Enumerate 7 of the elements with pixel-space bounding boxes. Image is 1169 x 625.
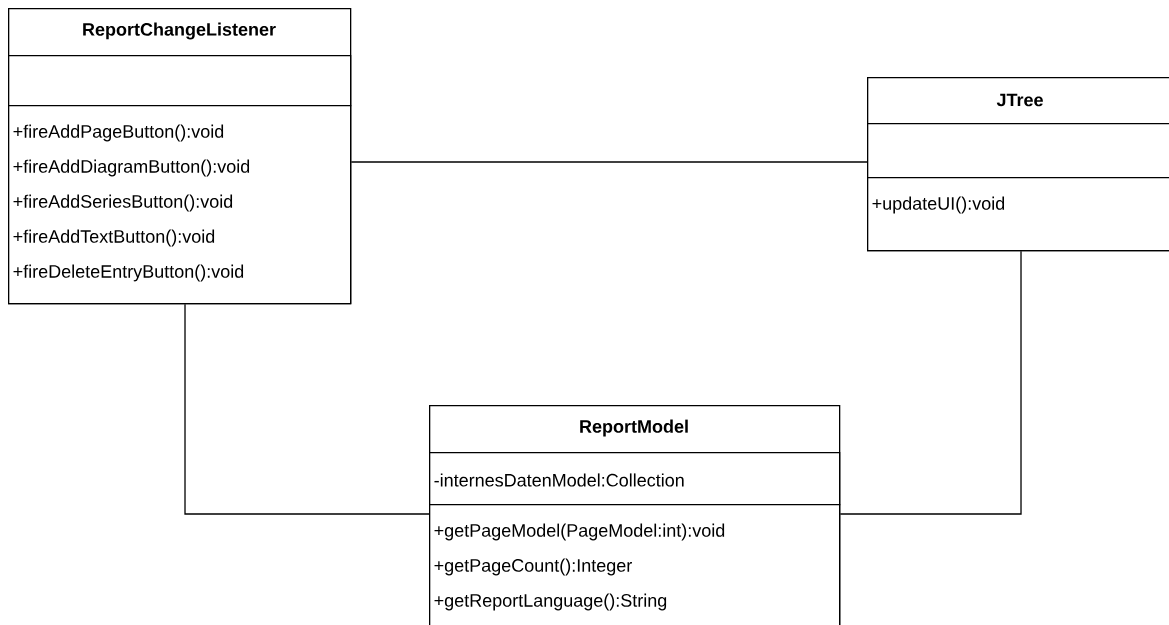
association-line (839, 250, 1022, 515)
association-line (350, 161, 868, 163)
empty-compartment (867, 123, 1169, 179)
empty-compartment (8, 55, 352, 107)
compartment: +updateUI():void (867, 177, 1169, 252)
association-line (184, 303, 430, 515)
compartment: -internesDatenModel:Collection (429, 452, 841, 506)
